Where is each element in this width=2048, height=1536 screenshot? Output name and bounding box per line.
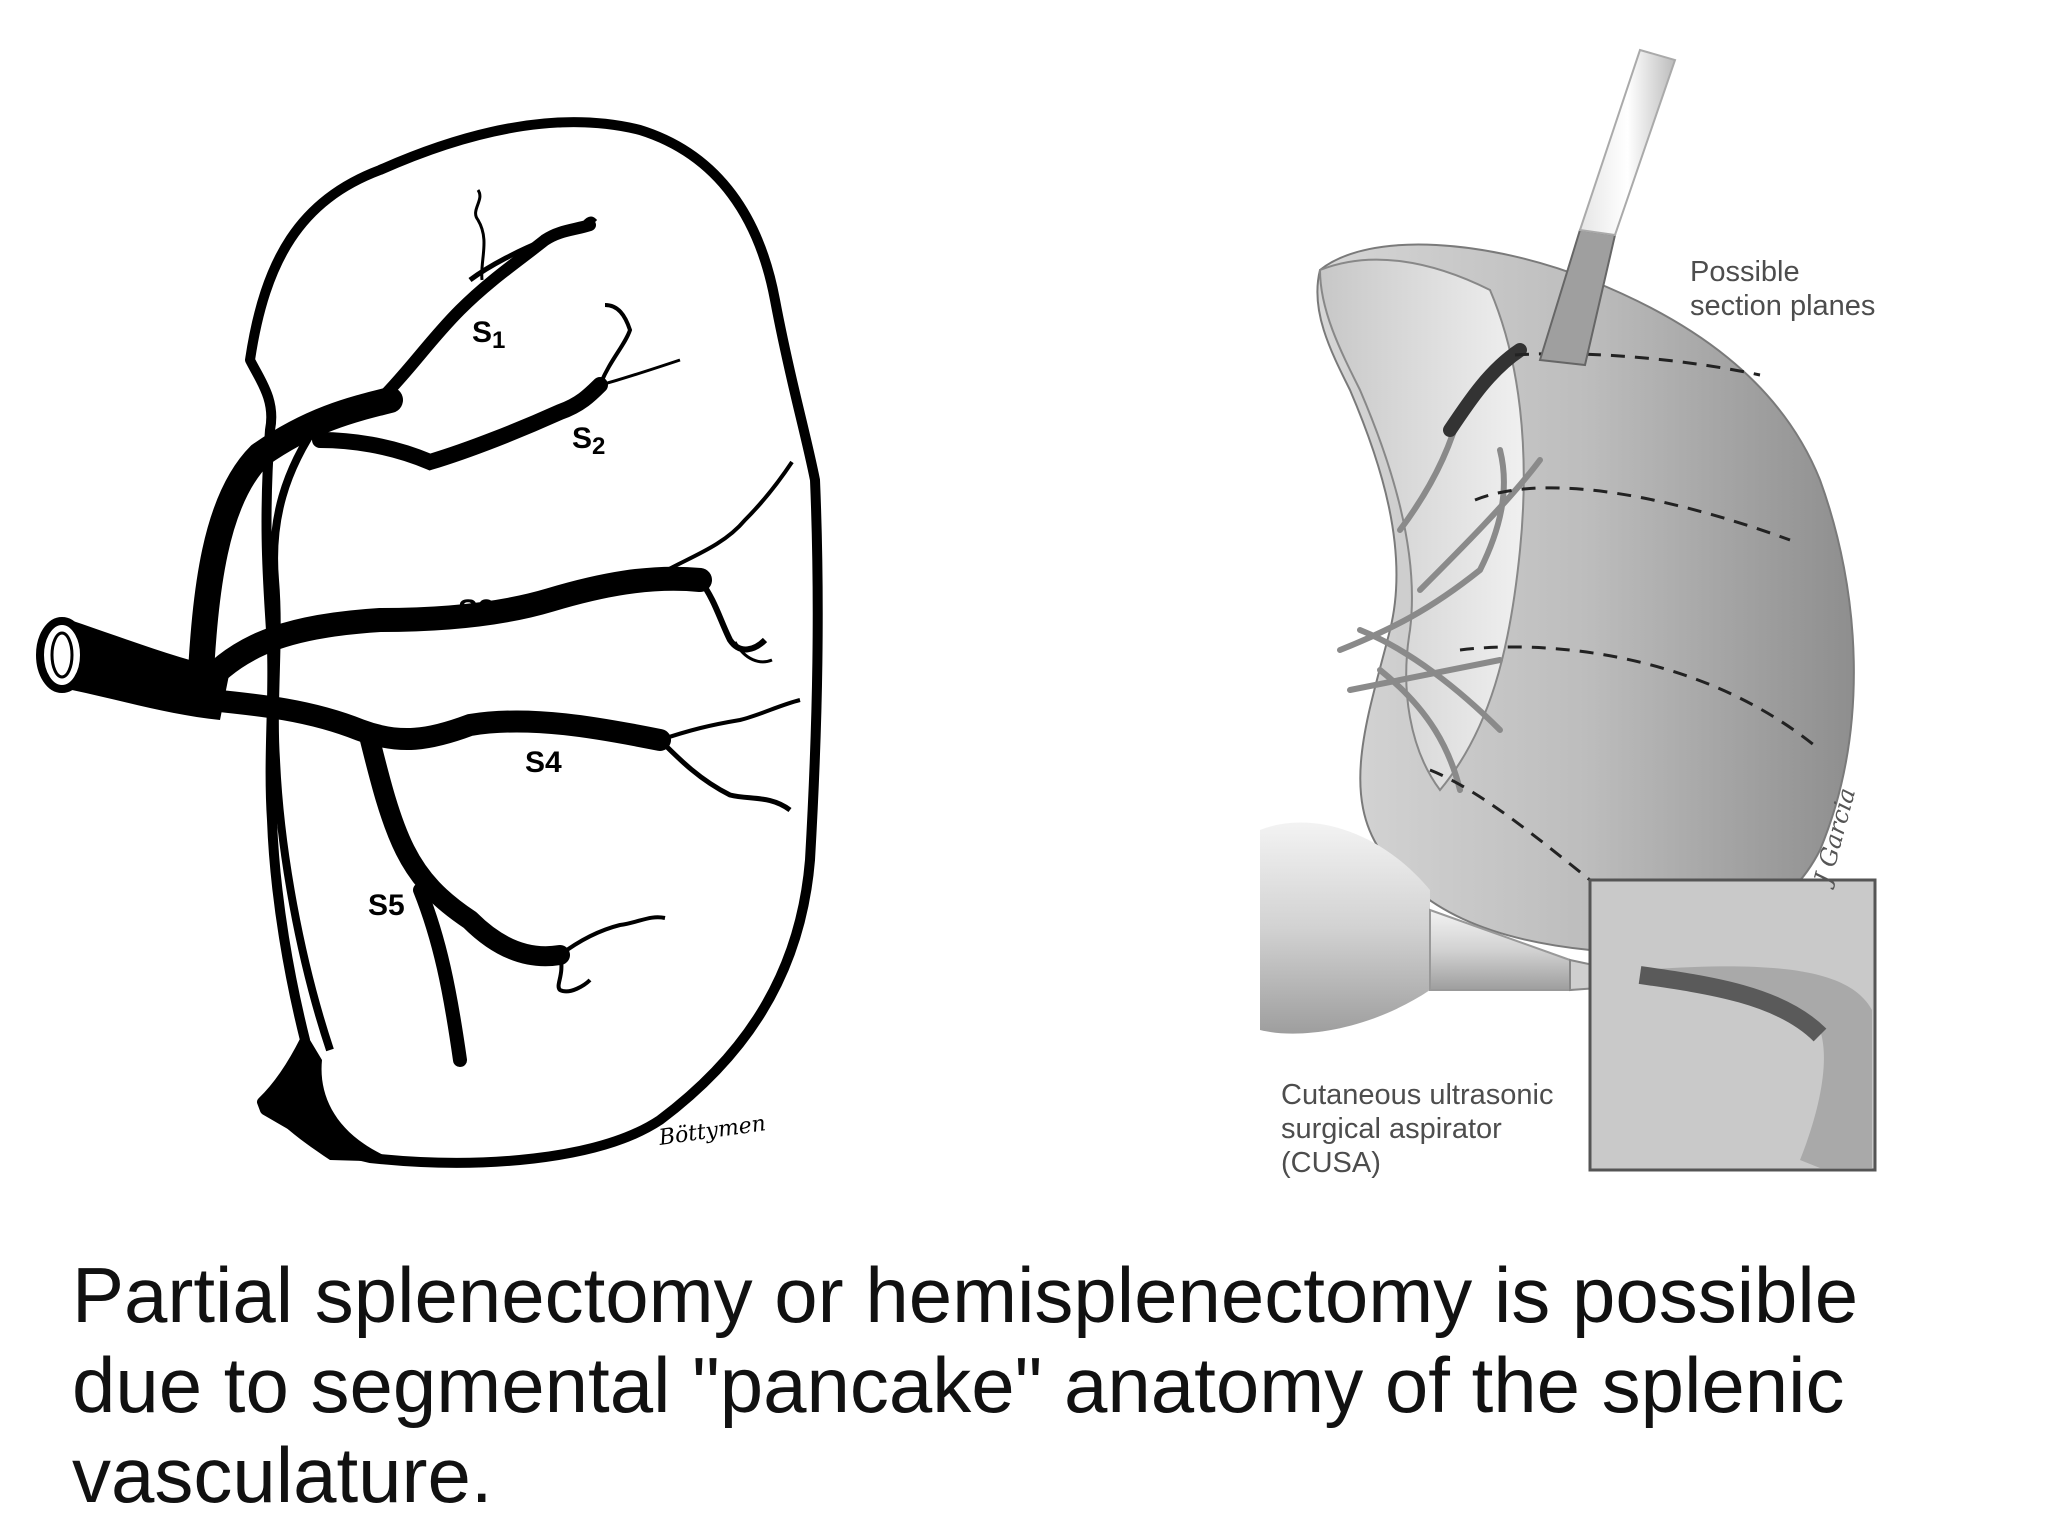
spleen-outline: [245, 117, 823, 1168]
vessel-s3: [188, 566, 712, 702]
cusa-label: Cutaneous ultrasonic surgical aspirator …: [1281, 1079, 1554, 1179]
surgical-illustration: J Garcia: [1260, 48, 1877, 1172]
segment-label-s2: S2: [572, 422, 605, 460]
segment-label-s3: S3: [458, 594, 495, 627]
section-planes-label: Possible section planes: [1690, 256, 1876, 322]
segment-label-s1: S1: [472, 316, 505, 354]
hilar-vessels: [1337, 407, 1543, 793]
segmental-vessel-diagram: S1 S2 S3 S4 S5 Böttymen: [36, 117, 823, 1168]
slide-caption: Partial splenectomy or hemisplenectomy i…: [72, 1251, 1859, 1519]
artery-lumen: [36, 617, 88, 693]
segment-label-s4: S4: [525, 746, 562, 779]
scalpel: [1538, 48, 1677, 367]
vessel-s2: [312, 377, 608, 471]
spleen-hilum-notch: [262, 1040, 400, 1162]
vessel-s4: [199, 689, 671, 751]
vessel-s5: [360, 730, 570, 967]
vessel-s1: [374, 219, 596, 406]
artist-signature: Böttymen: [656, 1111, 767, 1151]
hilum-boundary: [270, 417, 334, 1052]
segment-label-s5: S5: [368, 889, 405, 922]
vessel-upper-trunk: [187, 387, 403, 703]
splenic-vein: [1443, 343, 1527, 437]
